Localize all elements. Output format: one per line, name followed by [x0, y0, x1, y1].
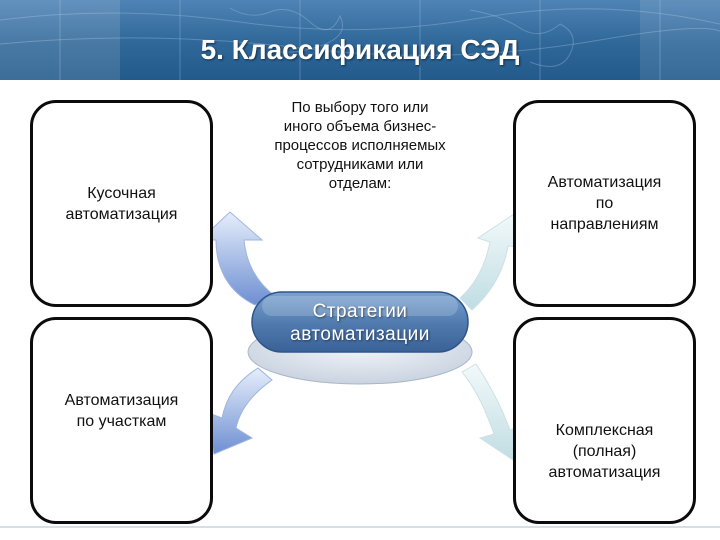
box-label: Автоматизация по направлениям: [547, 174, 662, 233]
arrow-to-top-left: [198, 211, 276, 306]
world-map-texture: [0, 0, 720, 80]
box-automation-by-directions: Автоматизация по направлениям: [513, 100, 696, 307]
box-label: Автоматизация по участкам: [64, 392, 179, 430]
classification-criterion: По выбору того или иного объема бизнес- …: [274, 99, 446, 192]
box-label: Комплексная (полная) автоматизация: [548, 422, 661, 481]
header-banner: 5. Классификация СЭД: [0, 0, 720, 80]
slide-title: 5. Классификация СЭД: [200, 34, 520, 65]
hub-label: Стратегии автоматизации: [290, 301, 430, 345]
arrow-to-bottom-left: [205, 367, 273, 455]
box-automation-by-sections: Автоматизация по участкам: [30, 317, 213, 524]
hub-pill: [251, 291, 469, 353]
box-complex-automation: Комплексная (полная) автоматизация: [513, 317, 696, 524]
box-piecemeal-automation: Кусочная автоматизация: [30, 100, 213, 307]
box-label: Кусочная автоматизация: [65, 184, 178, 223]
footer-divider: [0, 526, 720, 528]
